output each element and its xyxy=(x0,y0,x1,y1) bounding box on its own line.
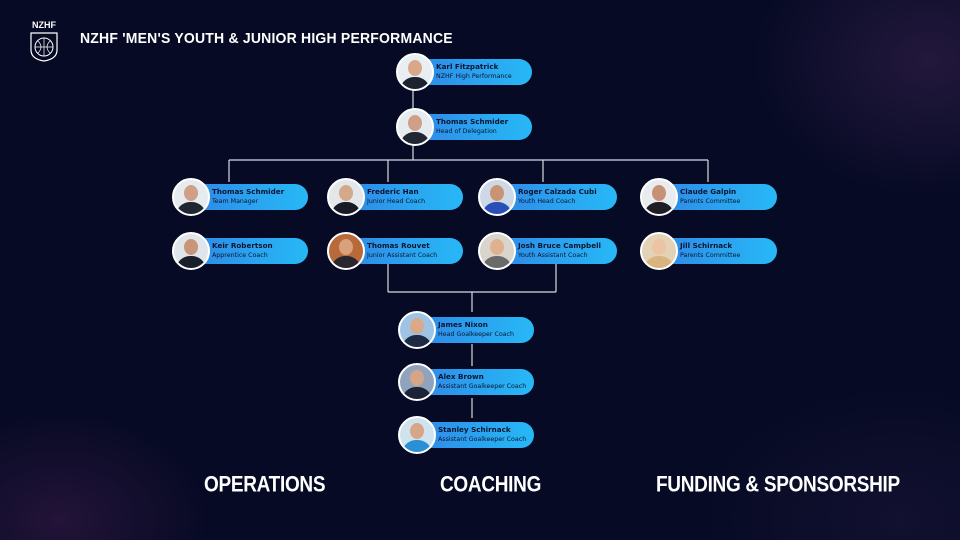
avatar xyxy=(398,416,436,454)
person-name: Frederic Han xyxy=(367,187,419,196)
person-role: Youth Head Coach xyxy=(518,198,576,205)
person-role: Team Manager xyxy=(212,198,259,205)
person-name: Thomas Rouvet xyxy=(367,241,430,250)
person-role: Assistant Goalkeeper Coach xyxy=(438,383,527,390)
section-operations: OPERATIONS xyxy=(204,473,326,498)
person-role: Apprentice Coach xyxy=(212,252,268,259)
person-name: Karl Fitzpatrick xyxy=(436,62,499,71)
person-name: Alex Brown xyxy=(438,372,484,381)
avatar xyxy=(640,178,678,216)
person-role: Youth Assistant Coach xyxy=(518,252,588,259)
avatar xyxy=(398,311,436,349)
avatar xyxy=(172,232,210,270)
avatar xyxy=(478,178,516,216)
avatar xyxy=(172,178,210,216)
person-name: Thomas Schmider xyxy=(436,117,509,126)
person-name: James Nixon xyxy=(438,320,488,329)
avatar xyxy=(640,232,678,270)
page-title: NZHF 'MEN'S YOUTH & JUNIOR HIGH PERFORMA… xyxy=(80,29,453,47)
avatar xyxy=(396,108,434,146)
person-name: Claude Galpin xyxy=(680,187,737,196)
person-name: Thomas Schmider xyxy=(212,187,285,196)
person-name: Jill Schirnack xyxy=(680,241,733,250)
nzhf-logo: NZHF xyxy=(26,20,62,64)
person-name: Stanley Schirnack xyxy=(438,425,511,434)
avatar xyxy=(478,232,516,270)
person-role: Parents Committee xyxy=(680,198,741,205)
avatar xyxy=(396,53,434,91)
logo-text: NZHF xyxy=(32,20,56,30)
person-name: Keir Robertson xyxy=(212,241,273,250)
person-role: Junior Assistant Coach xyxy=(367,252,438,259)
person-role: Junior Head Coach xyxy=(367,198,426,205)
avatar xyxy=(327,232,365,270)
avatar xyxy=(398,363,436,401)
handball-icon xyxy=(30,32,58,62)
section-coaching: COACHING xyxy=(440,473,542,498)
person-role: Assistant Goalkeeper Coach xyxy=(438,436,527,443)
section-funding-sponsorship: FUNDING & SPONSORSHIP xyxy=(656,473,900,498)
avatar xyxy=(327,178,365,216)
person-role: Head of Delegation xyxy=(436,128,497,135)
person-role: NZHF High Performance xyxy=(436,73,512,80)
person-role: Parents Committee xyxy=(680,252,741,259)
person-role: Head Goalkeeper Coach xyxy=(438,331,514,338)
person-name: Josh Bruce Campbell xyxy=(518,241,601,250)
person-name: Roger Calzada Cubi xyxy=(518,187,597,196)
